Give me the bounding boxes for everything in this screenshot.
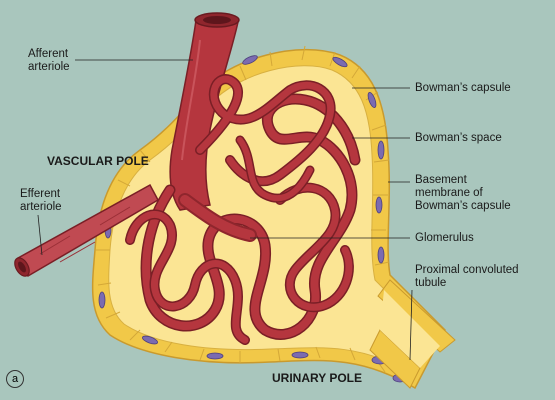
label-vascular-pole: VASCULAR POLE [47, 154, 149, 168]
label-bowmans-capsule: Bowman’s capsule [415, 82, 511, 94]
label-afferent-arteriole: Afferent arteriole [28, 48, 70, 73]
leader-lines [37, 59, 413, 361]
label-glomerulus: Glomerulus [415, 232, 474, 244]
label-efferent-arteriole: Efferent arteriole [20, 188, 62, 213]
label-proximal-tubule: Proximal convoluted tubule [415, 264, 519, 289]
glomerular-capillaries [125, 74, 361, 345]
proximal-tubule [369, 279, 456, 389]
label-bowmans-space: Bowman’s space [415, 132, 502, 144]
afferent-arteriole-shape [169, 12, 240, 211]
label-basement-membrane: Basement membrane of Bowman’s capsule [415, 174, 511, 212]
panel-letter: a [6, 370, 24, 388]
label-urinary-pole: URINARY POLE [272, 371, 363, 385]
